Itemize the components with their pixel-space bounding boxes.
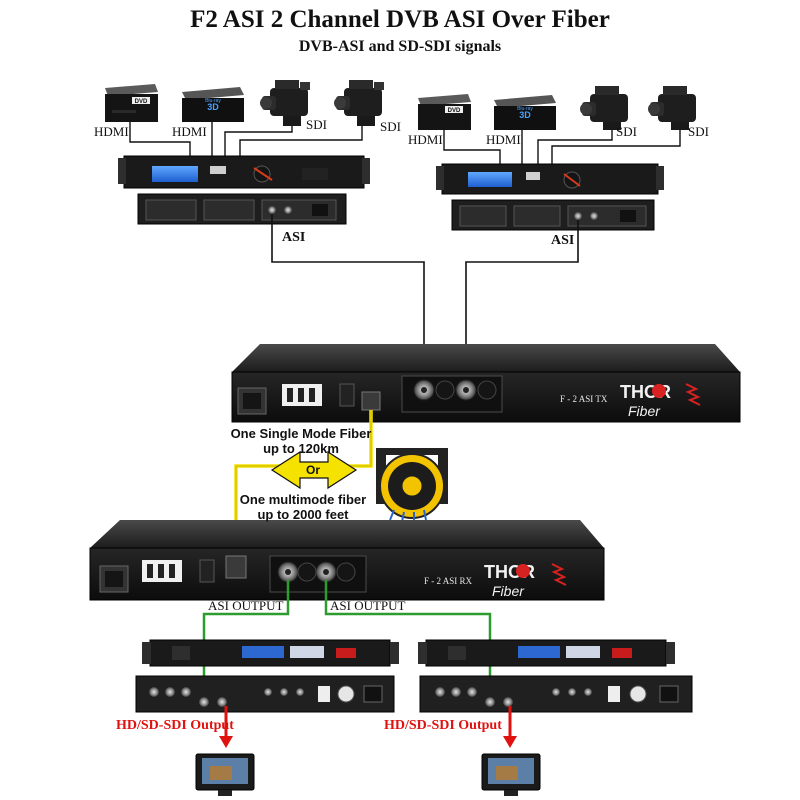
tx-model-label: F - 2 ASI TX [560,394,608,404]
single-mode-line2: up to 120km [263,441,339,456]
single-mode-fiber-label: One Single Mode Fiber up to 120km [226,426,376,456]
camcorder-right-1 [580,86,628,130]
sdi-monitor-left-icon [195,753,255,796]
fiber-or-label: Or [305,463,320,477]
rx-sub-brand: Fiber [492,583,525,599]
rx-brand-bolt-icon [551,563,567,586]
asi-output-label-right: ASI OUTPUT [330,598,406,613]
bluray-player-right: 3D Blu-ray [494,95,556,130]
tx-unit: F - 2 ASI TX THOR Fiber [231,344,741,423]
fiber-link [234,410,448,560]
hdmi-label-right-2: HDMI [486,132,521,147]
dvd-player-right: DVD [418,94,471,130]
fiber-either-arrow [270,450,358,490]
hdmi-label-right-1: HDMI [408,132,443,147]
encoder-stack-right [436,163,664,372]
sdi-label-left-1: SDI [306,117,327,132]
multimode-line2: up to 2000 feet [257,507,349,522]
rx-model-label: F - 2 ASI RX [424,576,473,586]
bluray-logo-left: Blu-ray [205,98,221,104]
sdi-label-left-2: SDI [380,119,401,134]
multimode-line1: One multimode fiber [239,492,367,507]
camcorder-left-2 [334,80,384,126]
sdi-output-label-right: HD/SD-SDI Output [384,718,502,733]
bluray-logo-right: Blu-ray [517,106,533,112]
source-group-left: DVD 3D Blu-ray [105,80,384,158]
decoder-stack-right [418,639,693,796]
tx-sub-brand: Fiber [628,403,661,419]
camcorder-right-2 [648,86,696,130]
rx-unit: F - 2 ASI RX THOR Fiber [89,520,605,601]
bluray-badge-left: 3D [207,102,219,112]
encoder-stack-left [118,155,425,372]
source-group-right: DVD 3D Blu-ray [418,86,696,166]
decoder-stack-left [135,639,399,796]
page-title: F2 ASI 2 Channel DVB ASI Over Fiber [190,6,610,33]
asi-output-label-left: ASI OUTPUT [208,598,284,613]
page-subtitle: DVB-ASI and SD-SDI signals [298,38,502,55]
camcorder-left-1 [260,80,310,126]
sdi-label-right-1: SDI [616,124,637,139]
asi-label-right: ASI [551,233,575,248]
rx-brand-globe-icon [516,564,530,578]
bluray-badge-right: 3D [519,110,531,120]
asi-label-left: ASI [282,230,306,245]
dvd-logo-right: DVD [448,108,461,114]
dvd-logo-left: DVD [135,99,148,105]
multimode-fiber-label: One multimode fiber up to 2000 feet [230,492,376,522]
sdi-output-label-left: HD/SD-SDI Output [116,718,234,733]
fiber-reel-icon [376,448,448,523]
hdmi-label-left-1: HDMI [94,124,129,139]
dvd-player-left: DVD [105,84,158,122]
bluray-player-left: 3D Blu-ray [182,87,244,122]
hdmi-label-left-2: HDMI [172,124,207,139]
tx-brand-bolt-icon [685,383,701,406]
sdi-monitor-right-icon [481,753,541,796]
single-mode-line1: One Single Mode Fiber [230,426,372,441]
tx-brand-globe-icon [652,384,666,398]
sdi-label-right-2: SDI [688,124,709,139]
